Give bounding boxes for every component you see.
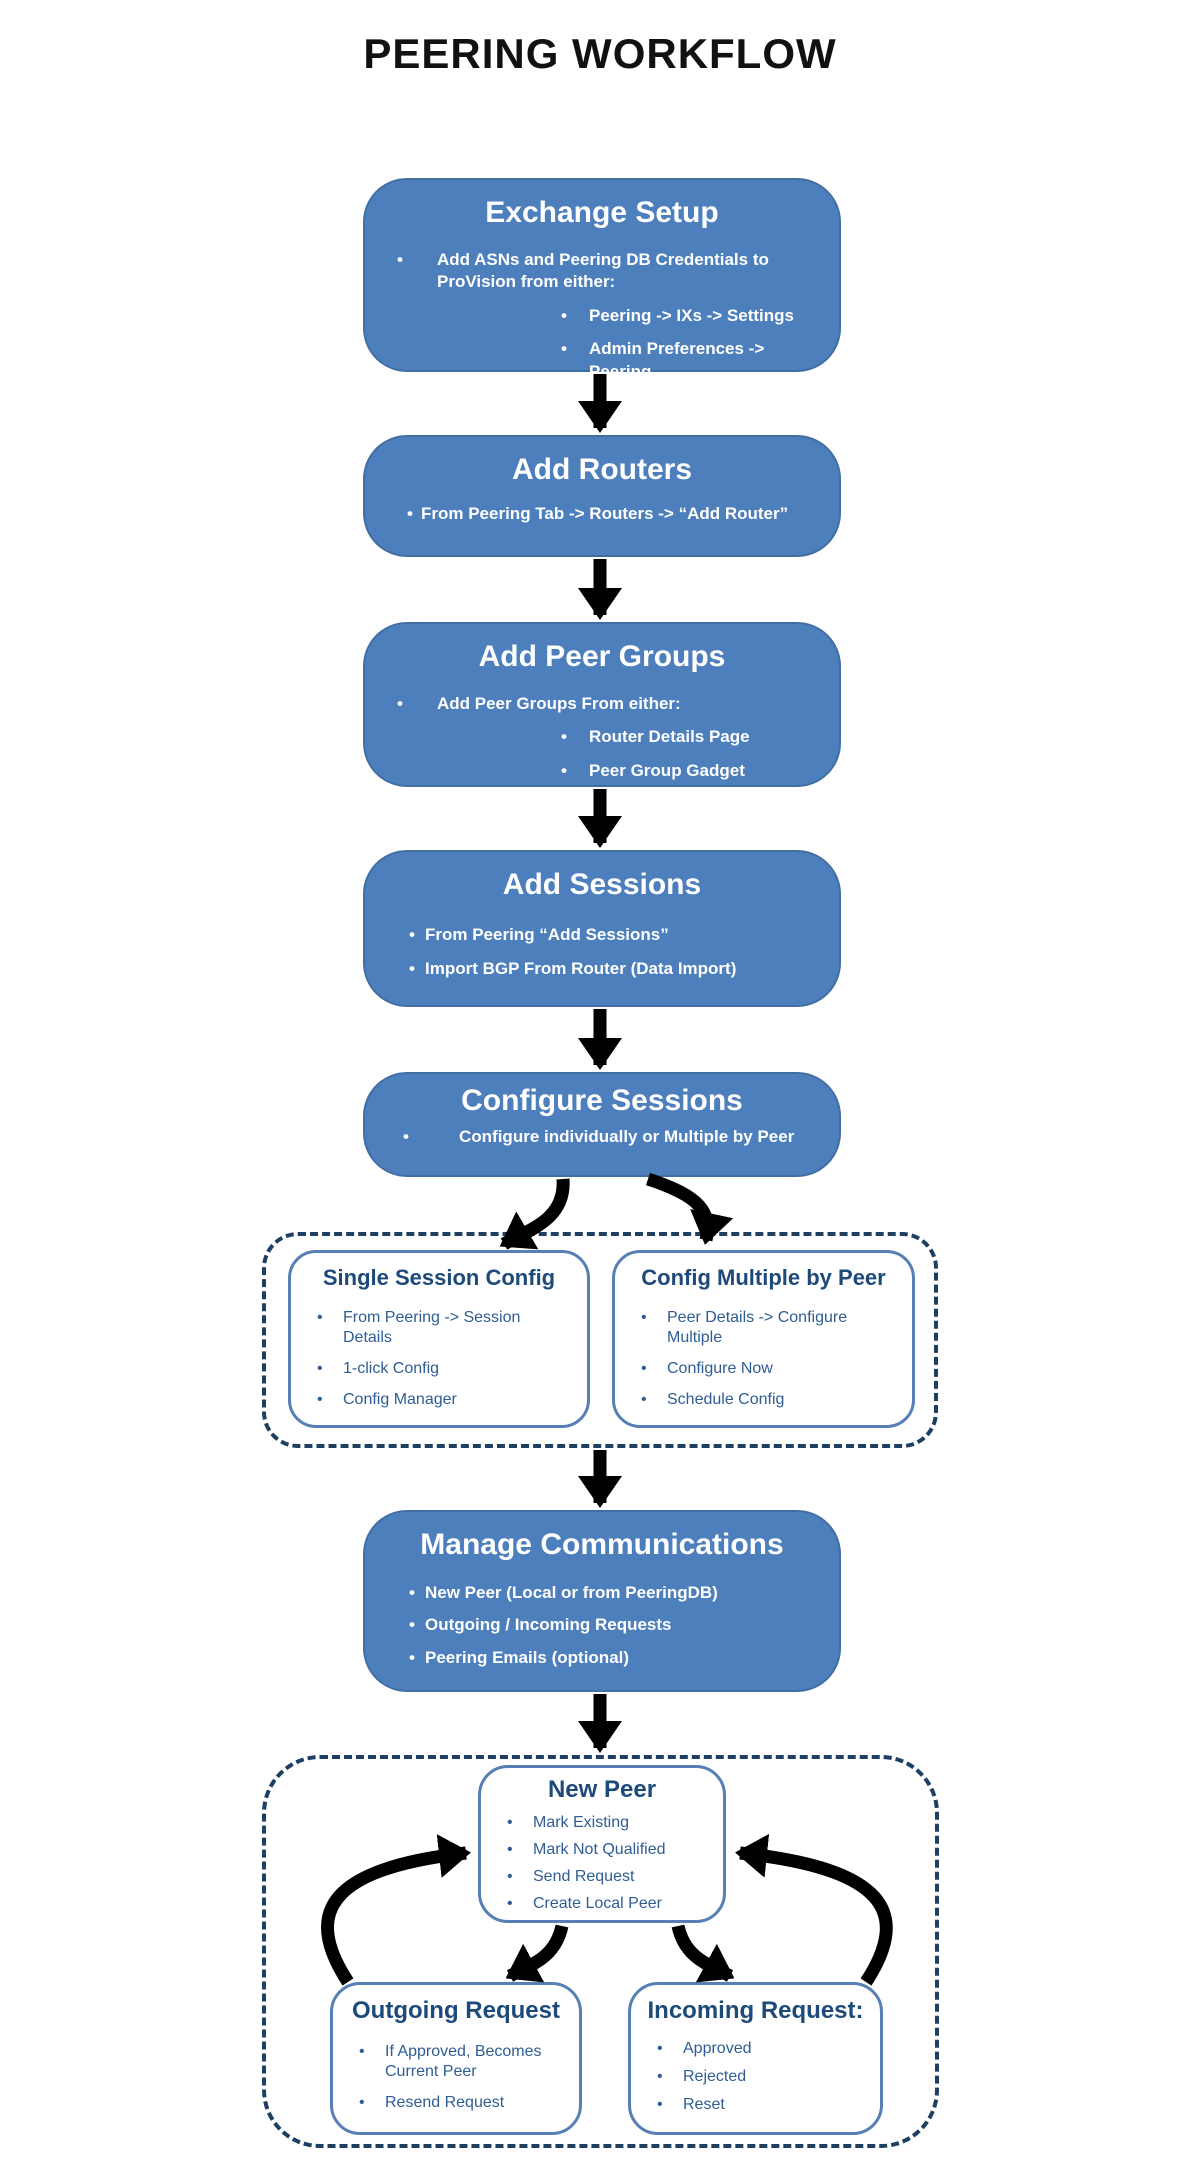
bullet-item: Send Request <box>493 1867 709 1887</box>
box-add-sessions: Add Sessions From Peering “Add Sessions”… <box>363 850 841 1007</box>
panel-body: Approved Rejected Reset <box>631 2025 880 2115</box>
dashed-group-session-config <box>262 1232 938 1448</box>
arrow-configure-to-config-multiple <box>645 1172 734 1245</box>
box-title: Configure Sessions <box>461 1084 743 1117</box>
sub-bullet-item: Peering -> IXs -> Settings <box>547 305 809 328</box>
box-configure-sessions: Configure Sessions Configure individuall… <box>363 1072 841 1177</box>
box-body: From Peering “Add Sessions” Import BGP F… <box>365 902 839 981</box>
sub-bullet-item: Router Details Page <box>547 726 809 749</box>
bullet-item: Mark Existing <box>493 1813 709 1833</box>
dashed-group-communications <box>262 1755 939 2148</box>
bullet-item: Schedule Config <box>627 1390 898 1410</box>
bullet-item: 1-click Config <box>303 1359 573 1379</box>
bullet-item: If Approved, Becomes Current Peer <box>345 2042 565 2082</box>
box-add-peer-groups: Add Peer Groups Add Peer Groups From eit… <box>363 622 841 787</box>
bullet-item: New Peer (Local or from PeeringDB) <box>401 1582 809 1605</box>
bullet-item: Mark Not Qualified <box>493 1840 709 1860</box>
bullet-item: Approved <box>643 2039 866 2059</box>
box-body: Add ASNs and Peering DB Credentials to P… <box>365 230 839 383</box>
bullet-item: Add Peer Groups From either: <box>395 693 809 716</box>
bullet-item: Configure individually or Multiple by Pe… <box>395 1126 809 1149</box>
box-body: Add Peer Groups From either: Router Deta… <box>365 674 839 783</box>
box-exchange-setup: Exchange Setup Add ASNs and Peering DB C… <box>363 178 841 381</box>
bullet-item: From Peering -> Session Details <box>303 1308 573 1348</box>
panel-incoming-request: Incoming Request: Approved Rejected Rese… <box>628 1982 883 2135</box>
bullet-item: Add ASNs and Peering DB Credentials to P… <box>395 249 809 294</box>
box-body: From Peering Tab -> Routers -> “Add Rout… <box>365 487 839 526</box>
bullet-item: Create Local Peer <box>493 1894 709 1914</box>
box-title: Add Sessions <box>502 868 702 901</box>
box-manage-communications: Manage Communications New Peer (Local or… <box>363 1510 841 1692</box>
panel-new-peer: New Peer Mark Existing Mark Not Qualifie… <box>478 1765 726 1923</box>
bullet-item: Reset <box>643 2095 866 2115</box>
panel-single-session-config: Single Session Config From Peering -> Se… <box>288 1250 590 1428</box>
bullet-item: Configure Now <box>627 1359 898 1379</box>
box-title: Exchange Setup <box>485 196 719 229</box>
box-title: Add Peer Groups <box>478 640 726 673</box>
bullet-item: From Peering Tab -> Routers -> “Add Rout… <box>399 503 809 526</box>
bullet-item: Outgoing / Incoming Requests <box>401 1614 809 1637</box>
bullet-item: Peer Details -> Configure Multiple <box>627 1308 898 1348</box>
sub-bullet-item: Admin Preferences -> Peering <box>547 338 809 383</box>
panel-title: Single Session Config <box>322 1265 556 1290</box>
box-title: Add Routers <box>512 453 692 486</box>
bullet-item: Resend Request <box>345 2093 565 2113</box>
panel-title: Config Multiple by Peer <box>641 1265 886 1290</box>
panel-title: Incoming Request: <box>647 1997 864 2024</box>
bullet-item: Config Manager <box>303 1390 573 1410</box>
panel-title: Outgoing Request <box>352 1997 560 2024</box>
panel-body: Peer Details -> Configure Multiple Confi… <box>615 1291 912 1410</box>
bullet-item: From Peering “Add Sessions” <box>401 924 809 947</box>
panel-config-multiple-by-peer: Config Multiple by Peer Peer Details -> … <box>612 1250 915 1428</box>
box-add-routers: Add Routers From Peering Tab -> Routers … <box>363 435 841 557</box>
panel-body: From Peering -> Session Details 1-click … <box>291 1291 587 1410</box>
bullet-item: Peering Emails (optional) <box>401 1647 809 1670</box>
panel-body: Mark Existing Mark Not Qualified Send Re… <box>481 1804 723 1914</box>
box-title: Manage Communications <box>420 1528 784 1561</box>
box-body: New Peer (Local or from PeeringDB) Outgo… <box>365 1562 839 1670</box>
sub-bullet-item: Peer Group Gadget <box>547 760 809 783</box>
box-body: Configure individually or Multiple by Pe… <box>365 1118 839 1149</box>
panel-title: New Peer <box>547 1776 657 1803</box>
bullet-item: Import BGP From Router (Data Import) <box>401 958 809 981</box>
panel-body: If Approved, Becomes Current Peer Resend… <box>333 2025 579 2113</box>
bullet-item: Rejected <box>643 2067 866 2087</box>
page-title: PEERING WORKFLOW <box>363 30 837 77</box>
panel-outgoing-request: Outgoing Request If Approved, Becomes Cu… <box>330 1982 582 2135</box>
